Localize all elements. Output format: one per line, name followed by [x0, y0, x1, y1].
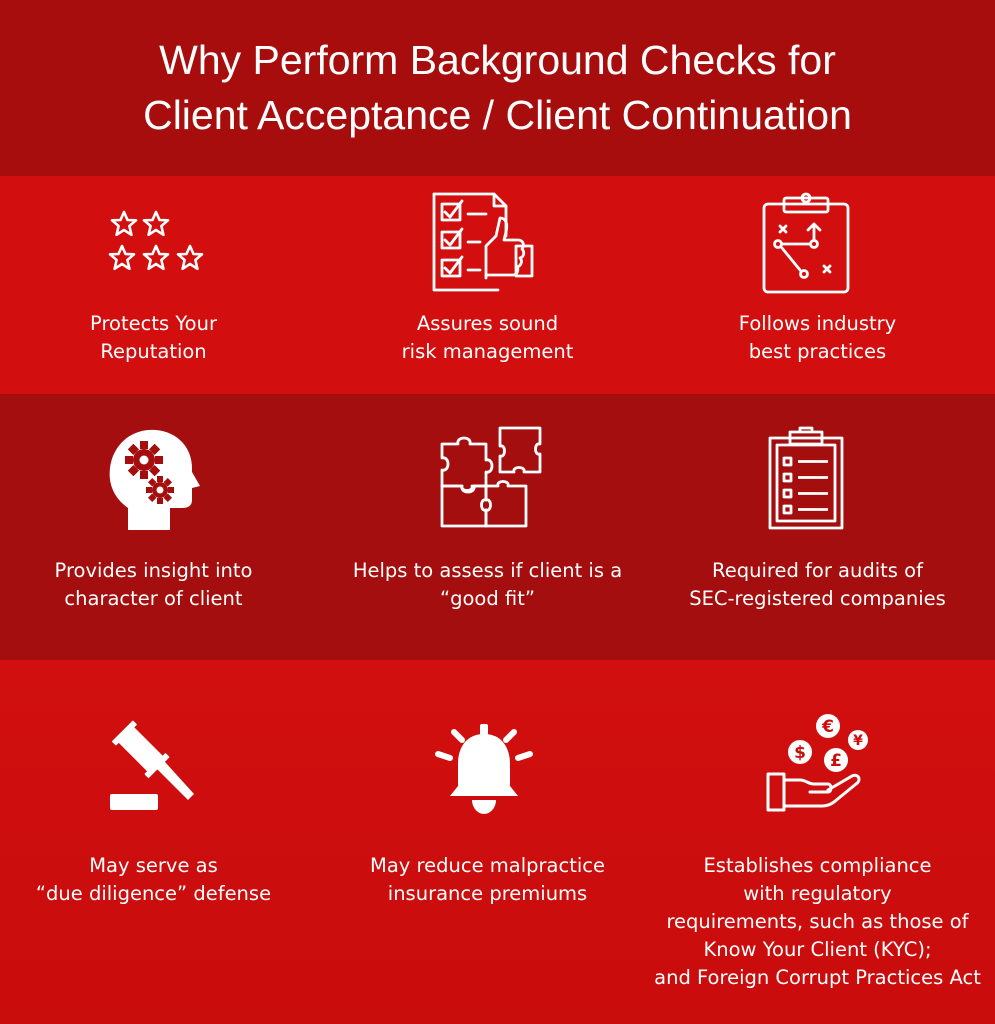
- strategy-clipboard-icon: [762, 192, 850, 294]
- row-1-band: [0, 176, 995, 394]
- svg-text:€: €: [821, 717, 834, 737]
- caption-malpractice: May reduce malpractice insurance premium…: [370, 854, 605, 905]
- caption-protects-reputation: Protects Your Reputation: [90, 312, 217, 363]
- caption-sec-audits: Required for audits of SEC-registered co…: [689, 559, 946, 610]
- title-line-2: Client Acceptance / Client Continuation: [143, 92, 852, 138]
- head-gears-icon: [108, 428, 200, 532]
- svg-text:¥: ¥: [853, 733, 863, 749]
- stars-icon: [104, 210, 208, 276]
- caption-insight-character: Provides insight into character of clien…: [54, 559, 253, 610]
- svg-text:£: £: [830, 751, 842, 771]
- hand-currency-icon: € ¥ $ £: [766, 712, 868, 814]
- title-line-1: Why Perform Background Checks for: [159, 37, 836, 83]
- caption-good-fit: Helps to assess if client is a “good fit…: [352, 559, 623, 610]
- alarm-bell-icon: [432, 722, 536, 816]
- svg-text:$: $: [794, 743, 806, 763]
- gavel-icon: [104, 720, 196, 814]
- puzzle-icon: [440, 426, 544, 528]
- clipboard-checklist-icon: [768, 426, 844, 530]
- caption-regulatory-compliance: Establishes compliance with regulatory r…: [654, 854, 981, 989]
- checklist-thumbs-up-icon: [432, 192, 536, 292]
- caption-due-diligence: May serve as “due diligence” defense: [35, 854, 272, 905]
- caption-best-practices: Follows industry best practices: [738, 312, 897, 363]
- caption-risk-management: Assures sound risk management: [401, 312, 574, 363]
- header-banner: Why Perform Background Checks for Client…: [0, 0, 995, 176]
